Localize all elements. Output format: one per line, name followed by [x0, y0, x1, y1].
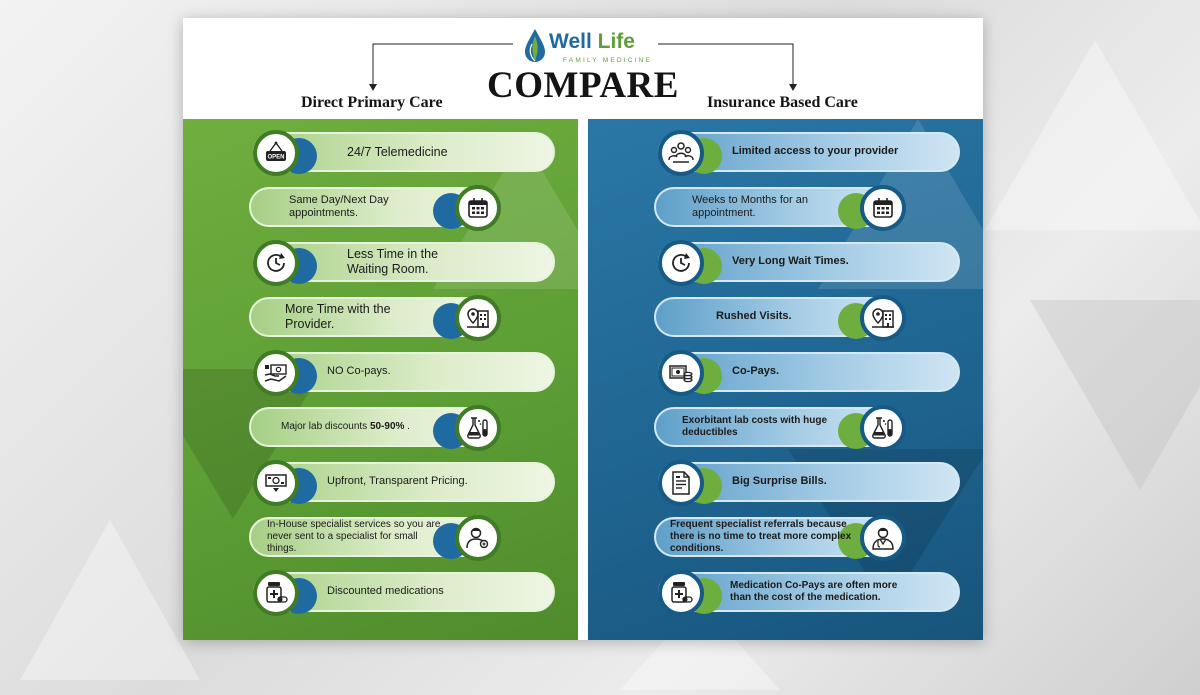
logo-brand: Well Life [549, 30, 635, 54]
item-text: Discounted medications [327, 585, 444, 598]
list-item: Limited access to your provider [588, 130, 983, 176]
item-text-tail: . [404, 421, 410, 432]
item-text: Co-Pays. [732, 365, 780, 378]
item-text: Less Time in the Waiting Room. [347, 247, 439, 276]
money-bill-icon [253, 460, 299, 506]
connector-arrows [369, 43, 797, 91]
list-item: Medication Co-Pays are often more than t… [588, 570, 983, 616]
list-item: Discounted medications [183, 570, 578, 616]
list-item: Co-Pays. [588, 350, 983, 396]
clock-icon [253, 240, 299, 286]
medication-icon [253, 570, 299, 616]
item-text: 24/7 Telemedicine [347, 144, 448, 159]
item-text: Big Surprise Bills. [732, 475, 827, 488]
item-text-main: Major lab discounts [281, 421, 368, 432]
list-item: Upfront, Transparent Pricing. [183, 460, 578, 506]
list-item: In-House specialist services so you are … [183, 515, 578, 561]
logo-brand-life: Life [597, 30, 635, 53]
item-text: In-House specialist services so you are … [267, 519, 441, 554]
location-building-icon [860, 295, 906, 341]
list-item: Very Long Wait Times. [588, 240, 983, 286]
calendar-icon [455, 185, 501, 231]
list-item: Less Time in the Waiting Room. [183, 240, 578, 286]
list-item: Weeks to Months for an appointment. [588, 185, 983, 231]
well-life-logo: Well Life FAMILY MEDICINE [523, 28, 673, 72]
insurance-based-care-panel: Limited access to your provider Weeks to… [588, 119, 983, 640]
logo-brand-well: Well [549, 30, 592, 53]
medication-icon [658, 570, 704, 616]
item-text: More Time with the Provider. [285, 302, 391, 331]
lab-flask-icon [860, 405, 906, 451]
list-item: 24/7 Telemedicine OPEN [183, 130, 578, 176]
page-title: COMPARE [487, 65, 679, 106]
hand-money-icon [253, 350, 299, 396]
left-column-heading: Direct Primary Care [301, 94, 443, 111]
item-text: Same Day/Next Day appointments. [289, 193, 389, 219]
open-sign-icon: OPEN [253, 130, 299, 176]
background-triangle [1030, 300, 1200, 490]
list-item: Frequent specialist referrals because th… [588, 515, 983, 561]
svg-text:OPEN: OPEN [267, 155, 284, 161]
list-item: NO Co-pays. [183, 350, 578, 396]
people-group-icon [658, 130, 704, 176]
calendar-icon [860, 185, 906, 231]
list-item: Same Day/Next Day appointments. [183, 185, 578, 231]
logo-tagline: FAMILY MEDICINE [563, 57, 653, 64]
direct-primary-care-panel: 24/7 Telemedicine OPEN Same Day/Next Day… [183, 119, 578, 640]
list-item: Rushed Visits. [588, 295, 983, 341]
item-text: Very Long Wait Times. [732, 255, 849, 268]
item-text: Weeks to Months for an appointment. [692, 193, 808, 219]
right-column-heading: Insurance Based Care [707, 94, 858, 111]
comparison-card: Well Life FAMILY MEDICINE COMPARE Direct… [183, 18, 983, 640]
cash-coins-icon [658, 350, 704, 396]
item-text: Rushed Visits. [716, 310, 792, 323]
item-text: Frequent specialist referrals because th… [670, 519, 852, 554]
header: Well Life FAMILY MEDICINE COMPARE Direct… [183, 18, 983, 118]
doctor-icon [860, 515, 906, 561]
doctor-icon [455, 515, 501, 561]
list-item: Big Surprise Bills. [588, 460, 983, 506]
background-triangle [20, 520, 200, 680]
list-item: Major lab discounts 50-90% . [183, 405, 578, 451]
item-text: NO Co-pays. [327, 365, 391, 378]
list-item: Exorbitant lab costs with huge deductibl… [588, 405, 983, 451]
item-text: Major lab discounts 50-90% . [281, 421, 410, 433]
location-building-icon [455, 295, 501, 341]
item-text: Limited access to your provider [732, 145, 899, 158]
document-bill-icon [658, 460, 704, 506]
item-text-bold: 50-90% [369, 421, 405, 432]
clock-icon [658, 240, 704, 286]
item-text: Upfront, Transparent Pricing. [327, 475, 468, 488]
lab-flask-icon [455, 405, 501, 451]
background-triangle [985, 40, 1200, 230]
list-item: More Time with the Provider. [183, 295, 578, 341]
item-text: Exorbitant lab costs with huge deductibl… [682, 415, 828, 438]
water-drop-leaf-icon [525, 29, 545, 62]
item-pill: Frequent specialist referrals because th… [654, 517, 894, 557]
item-text: Medication Co-Pays are often more than t… [730, 580, 898, 603]
